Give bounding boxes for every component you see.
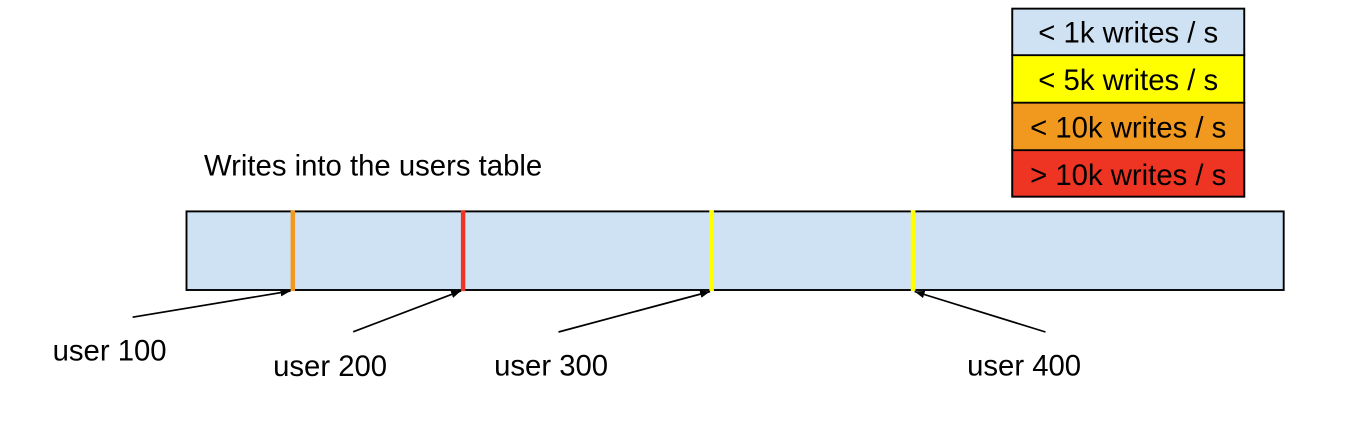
svg-text:< 10k writes / s: < 10k writes / s (1030, 112, 1226, 145)
svg-text:user 100: user 100 (53, 335, 167, 368)
svg-text:user 200: user 200 (273, 350, 387, 383)
svg-text:user 300: user 300 (494, 350, 608, 383)
svg-text:> 10k writes / s: > 10k writes / s (1030, 159, 1226, 192)
svg-text:user 400: user 400 (967, 350, 1081, 383)
svg-text:< 5k writes / s: < 5k writes / s (1038, 64, 1218, 97)
svg-text:< 1k writes / s: < 1k writes / s (1038, 17, 1218, 50)
svg-text:Writes into the users table: Writes into the users table (204, 150, 542, 183)
